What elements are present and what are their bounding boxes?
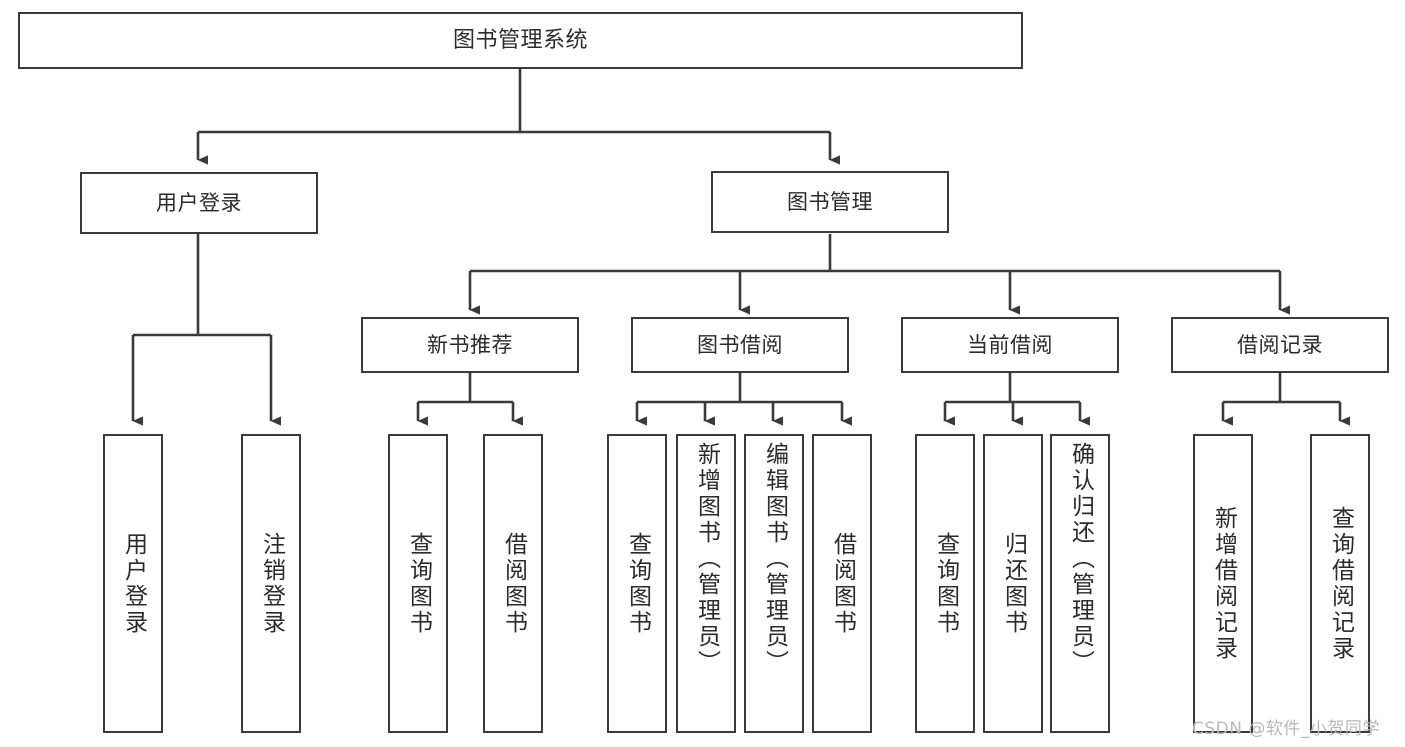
node-label: 确认归还（管理员） [1067,442,1094,676]
leaf-current-borrow-query[interactable]: 查询图书 [915,434,975,733]
node-label: 借阅图书 [500,531,527,636]
leaf-user-login-login[interactable]: 用户登录 [103,434,163,733]
node-root-system[interactable]: 图书管理系统 [18,12,1023,69]
node-borrow-record[interactable]: 借阅记录 [1171,317,1389,373]
node-label: 借阅记录 [1237,332,1323,357]
node-label: 查询图书 [932,531,959,636]
node-label: 编辑图书（管理员） [761,442,788,676]
node-new-book-recommend[interactable]: 新书推荐 [361,317,579,373]
leaf-book-borrow-add[interactable]: 新增图书（管理员） [676,434,736,733]
leaf-book-borrow-edit[interactable]: 编辑图书（管理员） [744,434,804,733]
node-label: 新增图书（管理员） [693,442,720,676]
leaf-borrow-record-query[interactable]: 查询借阅记录 [1310,434,1370,733]
node-label: 当前借阅 [967,332,1053,357]
leaf-book-borrow-borrow[interactable]: 借阅图书 [812,434,872,733]
node-book-management[interactable]: 图书管理 [711,171,949,233]
csdn-watermark: CSDN @软件_小贺同学 [1192,719,1380,739]
node-label: 归还图书 [1000,531,1027,636]
node-label: 查询借阅记录 [1327,505,1354,662]
node-label: 图书借阅 [697,332,783,357]
node-label: 用户登录 [156,190,242,215]
node-label: 查询图书 [405,531,432,636]
node-label: 注销登录 [258,531,285,636]
leaf-new-book-borrow[interactable]: 借阅图书 [483,434,543,733]
node-label: 用户登录 [120,531,147,636]
node-label: 借阅图书 [829,531,856,636]
node-current-borrow[interactable]: 当前借阅 [901,317,1119,373]
leaf-borrow-record-add[interactable]: 新增借阅记录 [1193,434,1253,733]
leaf-user-login-logout[interactable]: 注销登录 [241,434,301,733]
node-label: 图书管理系统 [452,27,588,53]
leaf-current-borrow-return[interactable]: 归还图书 [983,434,1043,733]
leaf-book-borrow-query[interactable]: 查询图书 [607,434,667,733]
node-label: 查询图书 [624,531,651,636]
leaf-new-book-query[interactable]: 查询图书 [388,434,448,733]
node-label: 新增借阅记录 [1210,505,1237,662]
leaf-current-borrow-confirm-return[interactable]: 确认归还（管理员） [1050,434,1110,733]
node-user-login[interactable]: 用户登录 [80,172,318,234]
node-label: 新书推荐 [427,332,513,357]
node-label: 图书管理 [787,189,873,214]
node-book-borrow[interactable]: 图书借阅 [631,317,849,373]
